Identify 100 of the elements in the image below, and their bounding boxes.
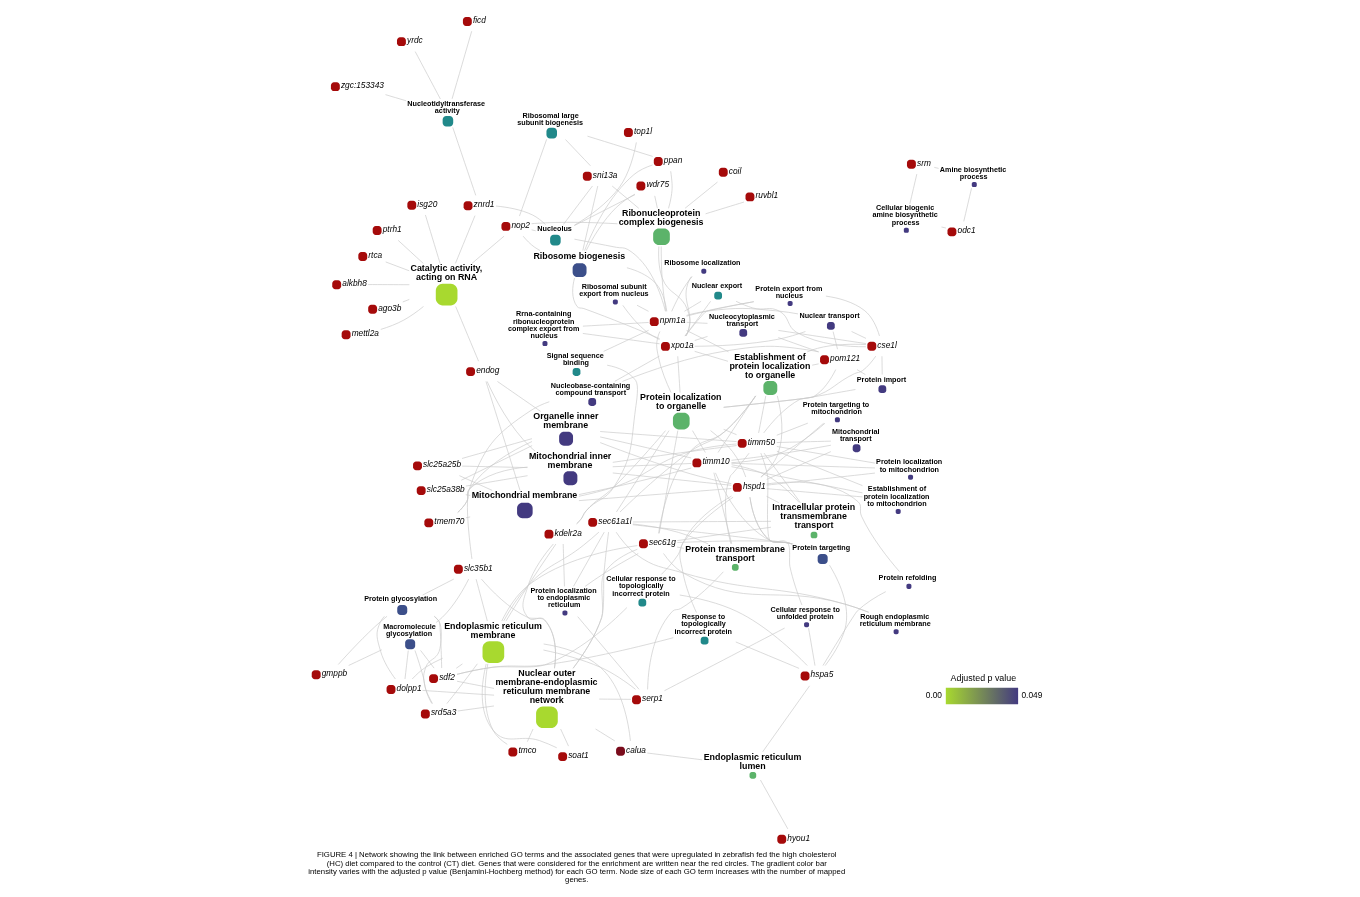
node-label: odc1 [957,224,976,235]
connector [466,400,550,559]
connector [856,368,866,375]
connector [578,487,732,501]
connector [730,444,831,461]
node-label: tmco [517,744,536,755]
connector [775,422,808,436]
connector [667,170,672,209]
connector [730,422,825,463]
connector [822,590,886,666]
connector [461,437,532,459]
connector [384,93,407,101]
node-label: srd5a3 [430,706,456,717]
connector [646,571,724,690]
node-label: Protein localization to organelle [639,391,721,411]
connector [615,429,669,512]
node-label: slc25a38b [426,483,465,494]
connector [572,548,638,669]
node-label: Catalytic activity, acting on RNA [409,262,482,282]
connector [422,615,442,704]
node-label: xpo1a [670,339,694,350]
node-label: hspd1 [742,480,766,491]
connector [676,526,771,541]
connector [678,594,808,666]
connector [582,321,649,326]
connector [691,429,706,453]
connector [704,201,744,214]
node-label: slc35b1 [463,562,493,573]
connector [749,496,802,605]
connector [419,649,434,668]
node-label: hspa5 [810,668,833,679]
connector [632,520,771,522]
connector [414,50,441,99]
node-label: Nuclear outer membrane-endoplasmic reticulum membrane network [494,667,598,705]
connector [722,355,876,408]
node-label: alkbh8 [341,277,367,288]
connector [451,30,472,99]
node-label: sdf2 [438,671,455,682]
connector [735,300,866,347]
connector [471,235,504,264]
connector [465,474,528,486]
connector [582,332,660,344]
node-label: timm50 [747,436,775,447]
connector [724,452,749,544]
connector [735,641,799,669]
connector [581,185,598,251]
connector [765,487,863,497]
connector [505,543,556,621]
connector [765,450,831,480]
connector [611,185,639,209]
connector [685,275,692,336]
connector [660,245,666,312]
node-label: Intracellular protein transmembrane transport [771,501,855,530]
node-label: kdelr2a [554,527,582,538]
connector [762,388,856,433]
node-label: timm10 [701,455,730,466]
connector [575,429,666,524]
connector [367,283,410,285]
connector [573,193,635,226]
connector [807,627,815,666]
node-label: Mitochondrial membrane [471,489,577,500]
connector [685,307,798,316]
connector [679,495,732,613]
connector [763,452,801,503]
connector [501,544,638,621]
node-label: Mitochondrial inner membrane [528,450,611,470]
connector [655,330,671,393]
connector [832,330,838,350]
node-label: sni13a [592,169,617,180]
connector [613,355,660,382]
node-label: isg20 [416,198,437,209]
node-label: rtca [367,249,382,260]
connector [760,395,782,477]
connector [572,531,605,587]
connector [657,395,756,534]
node-label: nop2 [510,219,530,230]
connector [376,615,396,679]
connector [456,440,532,513]
node-label: serp1 [641,692,663,703]
connector [573,141,637,226]
connector [458,474,493,491]
connector [850,330,866,339]
connector [481,663,557,748]
connector [594,728,615,741]
node-label: Establishment of protein localization to organelle [728,351,810,380]
connector [658,429,678,534]
node-label: dolpp1 [396,682,422,693]
connector [622,304,660,340]
node-label: cse1l [876,339,897,350]
connector [586,135,653,157]
connector [615,531,869,613]
connector [599,430,737,442]
connector [693,350,728,362]
connector [599,441,732,484]
connector [559,728,569,746]
connector [776,445,875,463]
connector [684,300,754,336]
node-label: yrdc [406,34,423,45]
node-label: Endoplasmic reticulum lumen [703,751,801,771]
connector [660,496,733,575]
